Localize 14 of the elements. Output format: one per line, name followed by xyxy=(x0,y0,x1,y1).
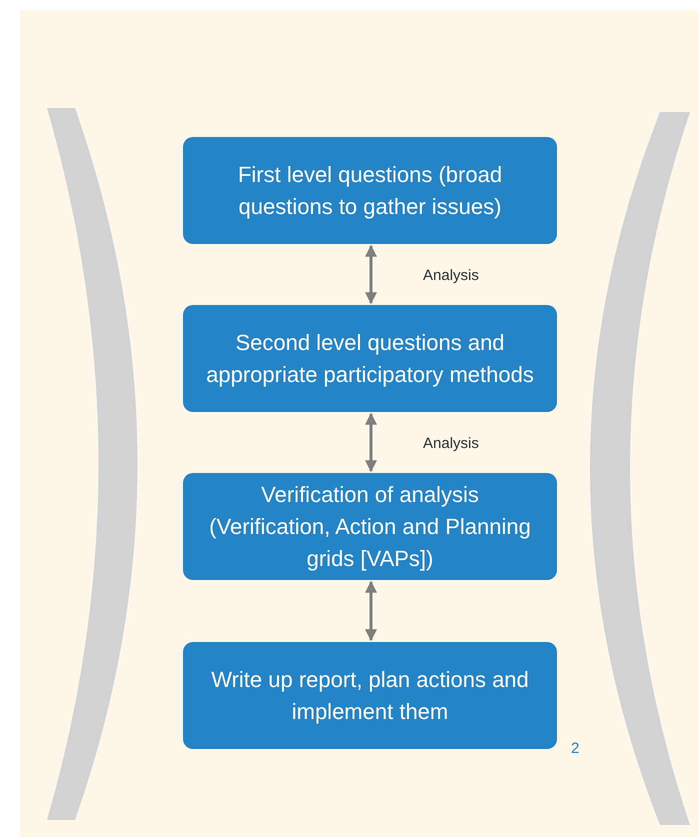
double-arrow xyxy=(365,412,377,472)
process-box xyxy=(183,137,557,244)
process-box xyxy=(183,473,557,580)
box-text: Second level questions and appropriate participatory methods xyxy=(205,328,535,389)
edge-label: Analysis xyxy=(423,434,479,454)
edge-label: Analysis xyxy=(423,266,479,286)
double-arrow xyxy=(365,244,377,304)
double-arrow xyxy=(365,580,377,642)
process-box xyxy=(183,305,557,412)
box-text: First level questions (broad questions to gather issues) xyxy=(236,160,504,221)
box-text: Write up report, plan actions and implement them xyxy=(210,666,530,726)
process-box xyxy=(183,642,557,749)
page-number: 2 xyxy=(571,739,580,759)
box-text: Verification of analysis (Verification, Action and Planning grids [VAPs]) xyxy=(208,480,532,573)
